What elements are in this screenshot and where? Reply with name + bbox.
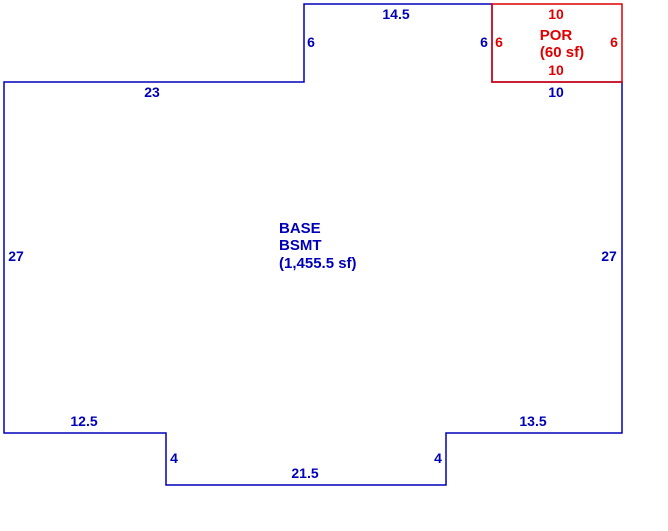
dim-top-left-step: 6 (307, 34, 315, 50)
base-area-name-line1: BASE (279, 220, 321, 237)
dim-porch-bottom: 10 (548, 84, 564, 100)
porch-outline (491, 3, 623, 83)
dim-top: 14.5 (382, 6, 409, 22)
base-area-name-line2: BSMT (279, 237, 322, 254)
porch-dim-left: 6 (495, 34, 503, 50)
dim-lower-right: 13.5 (519, 413, 546, 429)
porch-dim-bottom: 10 (548, 62, 564, 78)
dim-top-right-step: 6 (480, 34, 488, 50)
base-area-size: (1,455.5 sf) (279, 255, 357, 272)
dim-bottom-left-step: 4 (170, 450, 178, 466)
dim-left: 27 (8, 248, 24, 264)
dim-bottom-right-step: 4 (434, 450, 442, 466)
porch-area-name: POR (540, 27, 573, 44)
porch-dim-top: 10 (548, 6, 564, 22)
porch-area-size: (60 sf) (540, 44, 584, 61)
dim-bottom: 21.5 (291, 465, 318, 481)
dim-upper-left: 23 (144, 84, 160, 100)
dim-right: 27 (601, 248, 617, 264)
dim-lower-left: 12.5 (70, 413, 97, 429)
porch-dim-right: 6 (610, 34, 618, 50)
